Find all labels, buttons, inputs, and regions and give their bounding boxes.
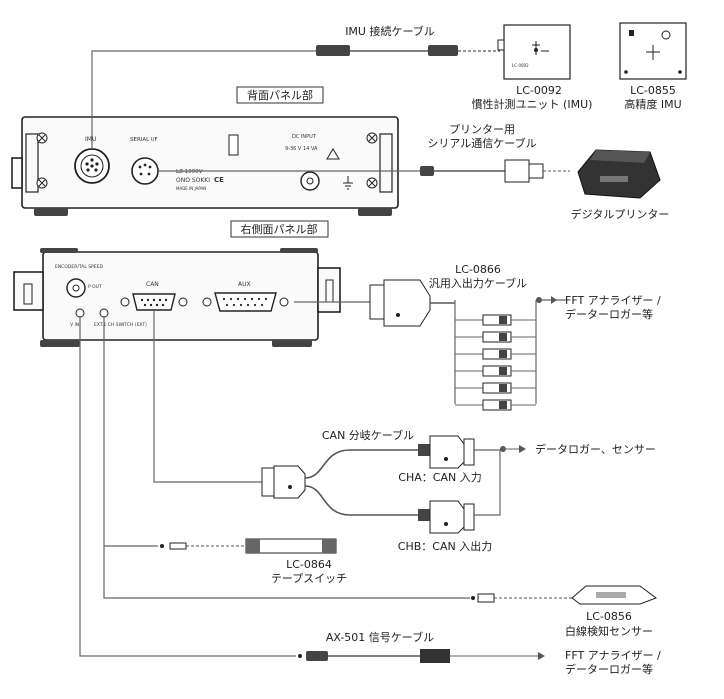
right-side-panel: ENCODER/TAL SPEED P OUT V IN EXT.1 CH SW… [13, 248, 341, 347]
bnc-connector [455, 348, 536, 360]
white-line-sensor [471, 585, 658, 605]
rear-panel: IMU SERIAL I/F LZ-1000V ONO SOKKI MADE I… [11, 116, 399, 216]
screw-icon [36, 132, 48, 144]
switch-label: EXT.1 CH SWITCH (EXT) [94, 322, 147, 328]
bnc-connector [455, 331, 536, 343]
lc0866-name: 汎用入出力ケーブル [429, 276, 527, 290]
made-in-label: MADE IN JAPAN [176, 186, 206, 191]
imu-connector[interactable] [74, 148, 110, 184]
chb-label: CHB：CAN 入出力 [398, 539, 492, 553]
bnc-connectors [455, 314, 536, 411]
can-cable-label: CAN 分岐ケーブル [322, 428, 414, 442]
digital-printer [577, 149, 661, 199]
lc0856-name: 白線検知センサー [565, 624, 653, 638]
lc0855-imu-unit [619, 22, 687, 80]
screw-icon [366, 132, 378, 144]
ce-mark-icon: CE [214, 176, 224, 184]
fft-label-1a: FFT アナライザー / [565, 294, 661, 307]
dc-input-label: DC INPUT [292, 134, 317, 140]
can-split-cable [261, 435, 475, 534]
bnc-connector [455, 382, 536, 394]
lc0855-model: LC-0855 [630, 84, 676, 97]
encoder-label: ENCODER/TAL SPEED [55, 264, 104, 270]
v-in-label: V IN [70, 322, 79, 328]
serial-connector[interactable] [131, 157, 159, 185]
can-dsub-connector[interactable] [120, 293, 188, 311]
cha-label: CHA：CAN 入力 [398, 471, 481, 484]
lc0855-name: 高精度 IMU [624, 97, 681, 111]
fft-label-2b: データーロガー等 [565, 662, 653, 676]
printer-cable-label-2: シリアル通信ケーブル [427, 136, 536, 150]
lc0092-name: 慣性計測ユニット (IMU) [472, 97, 593, 111]
fft-label-1b: データーロガー等 [565, 307, 653, 321]
printer-label: デジタルプリンター [571, 207, 670, 221]
data-logger-sensor-label: データロガー、センサー [535, 442, 656, 456]
bnc-connector [455, 365, 536, 377]
dc-jack[interactable] [300, 171, 320, 191]
imu-port-label: IMU [85, 136, 96, 143]
tape-switch [160, 538, 337, 554]
aux-dsub-connector[interactable] [202, 292, 289, 312]
screw-icon [366, 177, 378, 189]
lc0866-model: LC-0866 [455, 263, 501, 276]
lc0864-model: LC-0864 [286, 558, 332, 571]
model-label: LZ-1000V [176, 169, 203, 175]
lc0864-name: テープスイッチ [271, 572, 347, 585]
imu-unit-small-label: LC-0092 [512, 63, 529, 68]
dc-input-rating: 9-36 V 14 VA [285, 146, 318, 152]
screw-icon [36, 177, 48, 189]
aux-port-label: AUX [238, 281, 251, 288]
ax501-cable [298, 649, 450, 663]
bnc-connector [455, 399, 536, 411]
lc0866-dsub-plug [369, 279, 431, 327]
imu-cable-connector [316, 45, 500, 56]
switch-jack[interactable] [99, 308, 109, 318]
ground-icon [343, 176, 353, 190]
lc0092-imu-unit: LC-0092 [497, 24, 571, 80]
lc0856-model: LC-0856 [586, 610, 632, 623]
svg-text:背面パネル部: 背面パネル部 [247, 88, 313, 102]
v-in-jack[interactable] [75, 308, 85, 318]
encoder-bnc-connector[interactable] [66, 278, 86, 298]
imu-cable-label: IMU 接続ケーブル [345, 24, 435, 38]
warning-icon [326, 148, 340, 160]
p-out-label: P OUT [88, 284, 102, 290]
can-port-label: CAN [146, 281, 159, 288]
svg-text:右側面パネル部: 右側面パネル部 [241, 222, 318, 236]
fft-label-2a: FFT アナライザー / [565, 649, 661, 662]
printer-cable-label-1: プリンター用 [449, 123, 515, 136]
brand-label: ONO SOKKI [176, 177, 210, 184]
printer-cable [420, 159, 570, 183]
lc0092-model: LC-0092 [516, 84, 562, 97]
fuse-holder [228, 134, 239, 156]
bnc-connector [455, 314, 536, 326]
ax501-label: AX-501 信号ケーブル [326, 630, 434, 644]
rear-panel-title: 背面パネル部 [236, 86, 324, 104]
right-side-panel-title: 右側面パネル部 [230, 220, 329, 238]
serial-port-label: SERIAL I/F [130, 137, 158, 143]
